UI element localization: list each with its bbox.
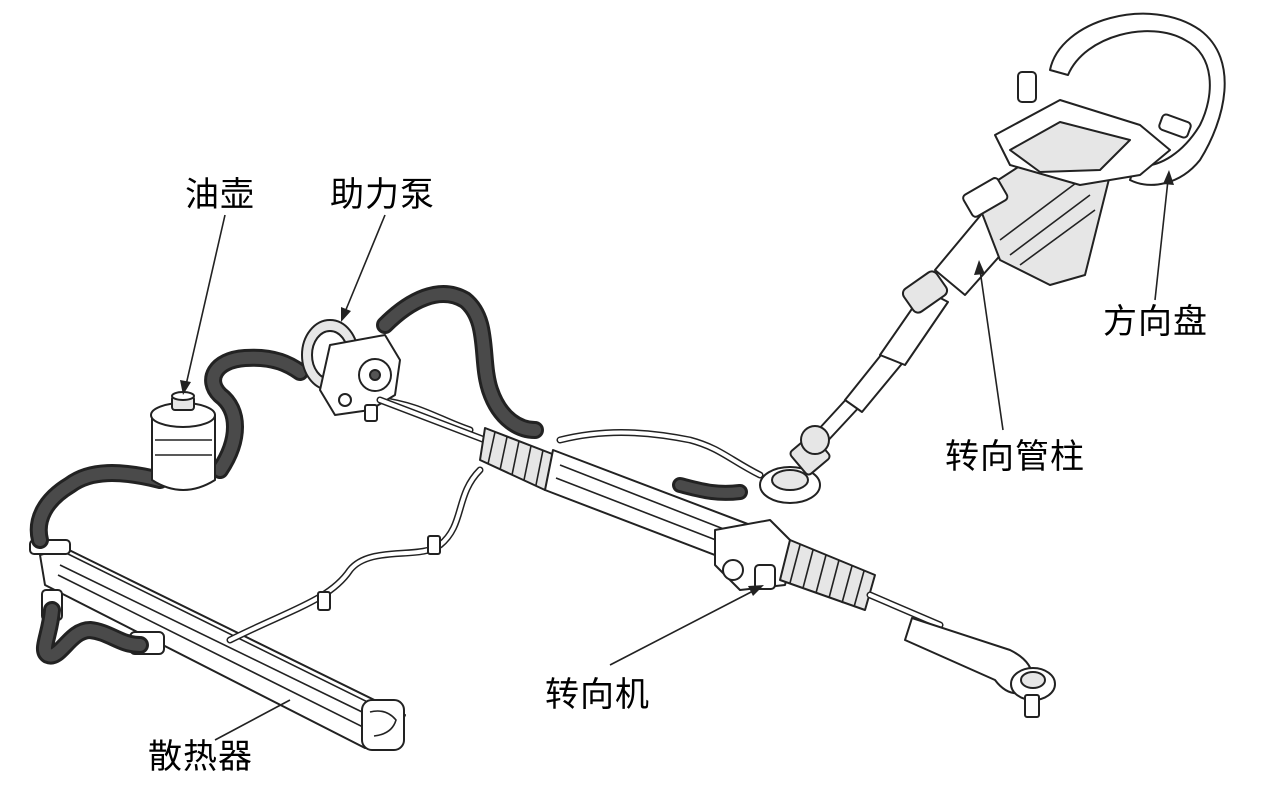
- pump: [302, 320, 400, 421]
- label-reservoir: 油壶: [185, 178, 255, 212]
- return-line: [230, 470, 480, 640]
- label-steering-wheel: 方向盘: [1103, 305, 1208, 339]
- label-radiator: 散热器: [148, 740, 253, 774]
- reservoir: [151, 392, 215, 490]
- label-steering-gear: 转向机: [545, 678, 650, 712]
- steering-wheel: [995, 14, 1225, 185]
- steering-column: [789, 140, 1110, 476]
- label-pump: 助力泵: [330, 178, 435, 212]
- label-steering-column: 转向管柱: [945, 440, 1085, 474]
